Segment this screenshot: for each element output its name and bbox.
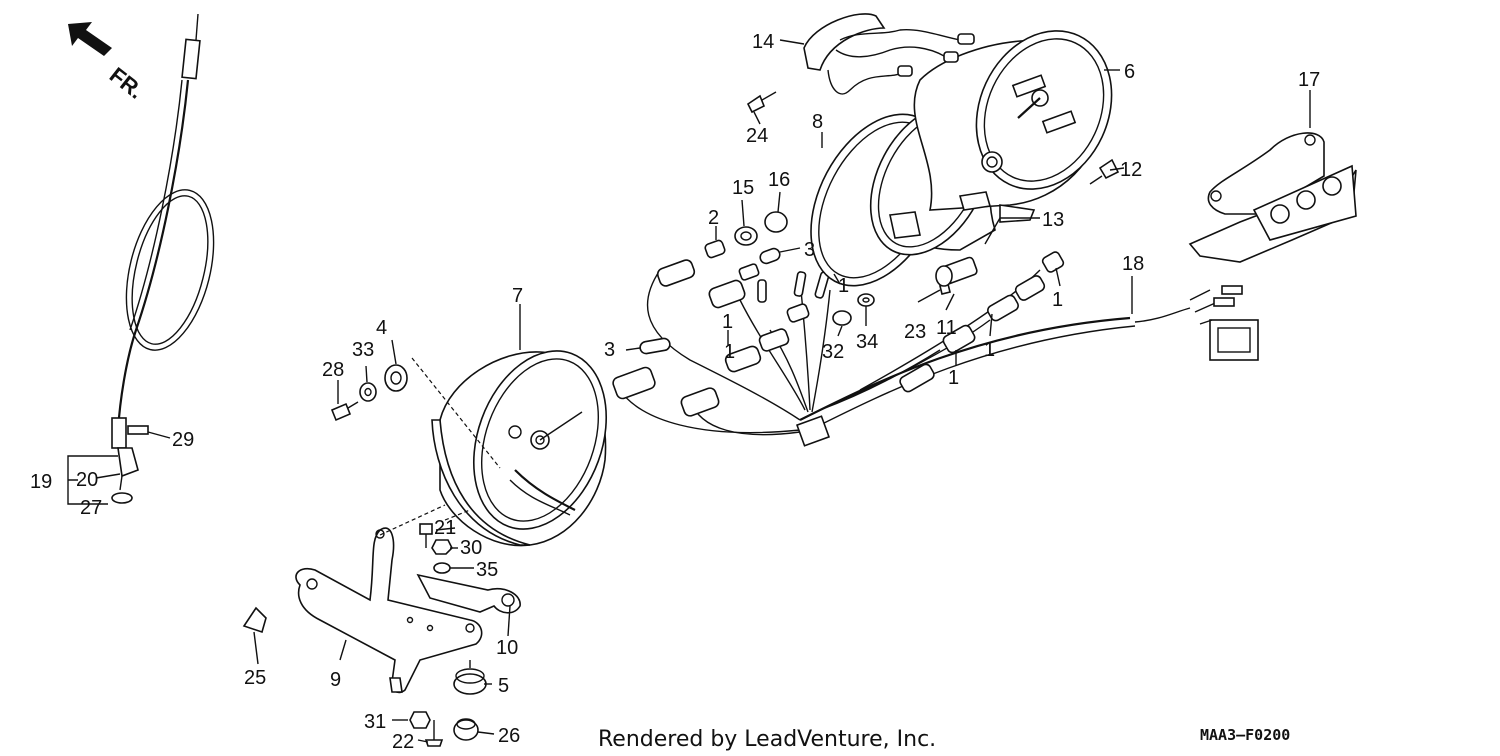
callout-1: 1 xyxy=(984,339,995,361)
grommet-26 xyxy=(453,718,479,741)
speedometer xyxy=(869,30,1113,256)
callout-34: 34 xyxy=(856,331,878,353)
callout-1: 1 xyxy=(948,367,959,389)
callout-1: 1 xyxy=(722,311,733,333)
callout-3: 3 xyxy=(804,239,815,261)
callout-1: 1 xyxy=(1052,289,1063,311)
callout-2: 2 xyxy=(708,207,719,229)
callout-29: 29 xyxy=(172,429,194,451)
cap-16 xyxy=(764,211,788,233)
callout-24: 24 xyxy=(746,125,768,147)
bulb-socket xyxy=(612,251,1065,417)
callout-32: 32 xyxy=(822,341,844,363)
callout-11: 11 xyxy=(936,317,957,339)
nut-30 xyxy=(431,539,453,555)
callout-28: 28 xyxy=(322,359,344,381)
callout-21: 21 xyxy=(434,517,456,539)
harness-connector xyxy=(1189,285,1259,361)
bolt-28 xyxy=(330,401,359,422)
speedometer-cable xyxy=(111,13,215,504)
footer-credit: Rendered by LeadVenture, Inc. xyxy=(598,727,936,752)
grommet-4 xyxy=(384,364,408,392)
callout-3: 3 xyxy=(604,339,615,361)
bracket-plate xyxy=(416,573,521,614)
screw-24 xyxy=(746,91,777,114)
washer-32 xyxy=(832,310,852,326)
screw-12 xyxy=(1089,158,1120,185)
bulbs-1 xyxy=(757,271,830,303)
callout-33: 33 xyxy=(352,339,374,361)
nut-25 xyxy=(242,606,267,634)
indicator-bracket xyxy=(1188,132,1357,263)
callout-12: 12 xyxy=(1120,159,1142,181)
callout-10: 10 xyxy=(496,637,518,659)
meter-case xyxy=(431,350,608,547)
callout-23: 23 xyxy=(904,321,926,343)
front-direction-arrow-icon xyxy=(68,22,112,56)
callout-1: 1 xyxy=(724,341,735,363)
meter-bracket xyxy=(295,527,483,694)
callout-30: 30 xyxy=(460,537,482,559)
callout-27: 27 xyxy=(80,497,102,519)
bulb-3 xyxy=(639,247,781,355)
callout-6: 6 xyxy=(1124,61,1135,83)
callout-7: 7 xyxy=(512,285,523,307)
callout-22: 22 xyxy=(392,731,414,753)
grommet-15 xyxy=(734,226,758,246)
callout-14: 14 xyxy=(752,31,774,53)
bolt-22 xyxy=(424,720,444,747)
bulb-2 xyxy=(704,239,726,259)
callout-31: 31 xyxy=(364,711,386,733)
leader-lines xyxy=(67,39,1311,743)
callout-9: 9 xyxy=(330,669,341,691)
callout-26: 26 xyxy=(498,725,520,747)
callout-17: 17 xyxy=(1298,69,1320,91)
callout-13: 13 xyxy=(1042,209,1064,231)
callout-5: 5 xyxy=(498,675,509,697)
callout-18: 18 xyxy=(1122,253,1144,275)
washer-35 xyxy=(433,562,451,574)
callout-16: 16 xyxy=(768,169,790,191)
wire-harness xyxy=(619,269,1191,447)
grommet-5 xyxy=(453,660,487,695)
socket-11 xyxy=(935,256,978,287)
callout-1: 1 xyxy=(838,275,849,297)
callout-8: 8 xyxy=(812,111,823,133)
callout-15: 15 xyxy=(732,177,754,199)
callout-20: 20 xyxy=(76,469,98,491)
nut-31 xyxy=(409,711,431,729)
callout-19: 19 xyxy=(30,471,52,493)
callout-35: 35 xyxy=(476,559,498,581)
screw-21 xyxy=(419,523,433,548)
callout-25: 25 xyxy=(244,667,266,689)
callout-4: 4 xyxy=(376,317,387,339)
direction-label: FR. xyxy=(105,62,148,104)
figure-code: MAA3–F0200 xyxy=(1200,726,1290,744)
washer-33 xyxy=(359,382,377,402)
washer-34 xyxy=(857,293,875,307)
sub-harness xyxy=(803,13,975,95)
